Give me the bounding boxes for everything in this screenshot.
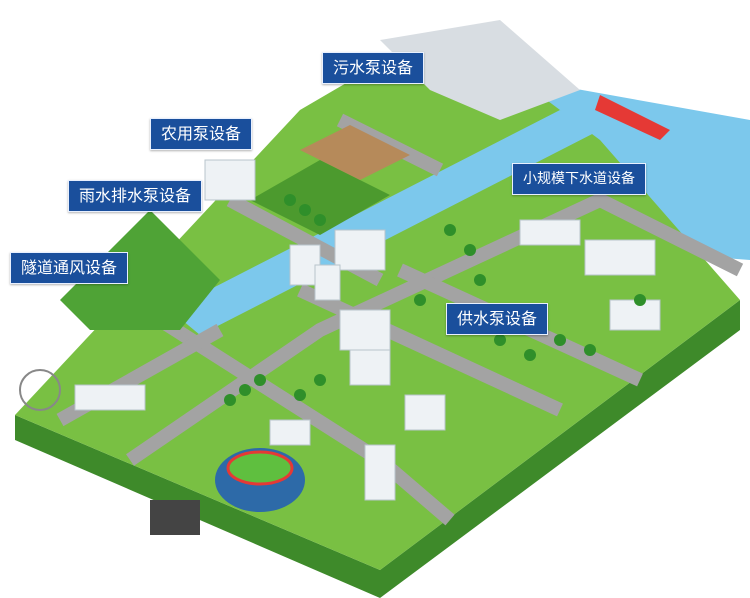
river — [170, 110, 600, 335]
trees — [224, 194, 646, 406]
label-sewage-pump[interactable]: 污水泵设备 — [322, 52, 425, 84]
label-small-sewer[interactable]: 小规模下水道设备 — [512, 163, 646, 195]
farm-field-brown — [300, 125, 410, 180]
building — [314, 264, 341, 301]
building — [349, 349, 391, 386]
farm-field — [250, 160, 390, 235]
industrial-zone — [380, 20, 580, 120]
building — [519, 219, 581, 246]
ferris-wheel — [19, 369, 61, 411]
building — [204, 159, 256, 201]
stadium-field — [226, 450, 294, 486]
building — [334, 229, 386, 271]
label-agricultural-pump[interactable]: 农用泵设备 — [150, 118, 253, 150]
ship — [595, 95, 670, 140]
building — [74, 384, 146, 411]
building — [269, 419, 311, 446]
building — [339, 309, 391, 351]
buildings — [74, 159, 661, 501]
label-tunnel-ventilation[interactable]: 隧道通风设备 — [10, 252, 129, 284]
building — [364, 444, 396, 501]
label-water-supply-pump[interactable]: 供水泵设备 — [446, 303, 549, 335]
tunnel — [150, 500, 200, 535]
building — [404, 394, 446, 431]
label-rainwater-pump[interactable]: 雨水排水泵设备 — [68, 180, 203, 212]
building — [584, 239, 656, 276]
mountain — [60, 210, 220, 330]
building — [609, 299, 661, 331]
